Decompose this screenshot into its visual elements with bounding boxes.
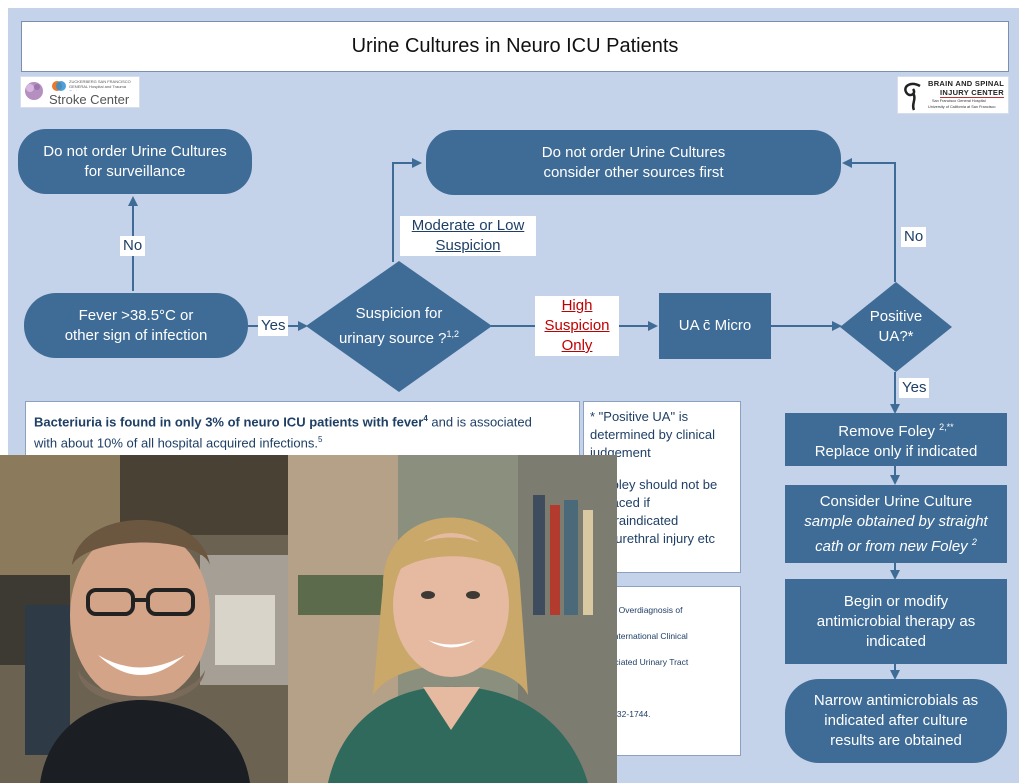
bsic-line2: Injury Center bbox=[940, 88, 1004, 98]
node-narrow-l2: indicated after culture bbox=[824, 712, 968, 729]
node-begin-antimicrobial: Begin or modify antimicrobial therapy as… bbox=[785, 579, 1007, 664]
label-high-l1: High bbox=[561, 297, 593, 314]
photo-man bbox=[0, 455, 288, 783]
reference-line: (18):1732-1744. bbox=[590, 709, 651, 719]
node-consider-l3: cath or from new Foley bbox=[815, 537, 968, 555]
reference-line: s - The Overdiagnosis of bbox=[590, 605, 683, 615]
node-ua-micro-text: UA c̄ Micro bbox=[678, 317, 752, 334]
label-high-l2: Suspicion bbox=[544, 317, 610, 334]
label-no-left: No bbox=[120, 236, 146, 256]
decision-positive-ua-l1: Positive bbox=[869, 308, 923, 325]
node-no-order-other-sources: Do not order Urine Cultures consider oth… bbox=[426, 130, 841, 195]
note-bacteriuria-rest: and is associated bbox=[427, 414, 532, 430]
node-no-order-l2: consider other sources first bbox=[543, 163, 724, 181]
bsic-line4: University of California at San Francisc… bbox=[928, 105, 996, 109]
node-consider-l1: Consider Urine Culture bbox=[819, 492, 973, 510]
label-yes-mid: Yes bbox=[258, 316, 289, 336]
man-portrait-image bbox=[0, 455, 288, 783]
node-remove-foley-l2: Replace only if indicated bbox=[814, 443, 978, 460]
flow-arrows bbox=[128, 158, 900, 680]
node-consider-culture: Consider Urine Culture sample obtained b… bbox=[785, 485, 1007, 563]
node-no-surveillance: Do not order Urine Cultures for surveill… bbox=[18, 129, 252, 194]
reference-line: 2009 International Clinical bbox=[590, 631, 688, 641]
reference-line: r-Associated Urinary Tract bbox=[590, 657, 689, 667]
decision-suspicion-sup: 1,2 bbox=[446, 329, 460, 339]
woman-portrait-image bbox=[288, 455, 617, 783]
stroke-center-small-text: ZUCKERBERG SAN FRANCISCO GENERAL Hospita… bbox=[69, 79, 131, 91]
label-yes-right: Yes bbox=[899, 378, 930, 398]
note-pos-l2: determined by clinical bbox=[590, 427, 716, 442]
note-pos-l1: * "Positive UA" is bbox=[590, 409, 689, 424]
decision-positive-ua-l2: UA?* bbox=[878, 328, 914, 345]
stroke-center-logo: ZUCKERBERG SAN FRANCISCO GENERAL Hospita… bbox=[20, 76, 140, 108]
note-bacteriuria-l2: with about 10% of all hospital acquired … bbox=[34, 435, 319, 451]
note-bacteriuria-sup: 4 bbox=[423, 414, 428, 423]
label-moderate-low: Moderate or Low Suspicion bbox=[400, 216, 536, 256]
note-bacteriuria-bold: Bacteriuria is found in only 3% of neuro… bbox=[34, 414, 424, 430]
node-fever-l2: other sign of infection bbox=[64, 326, 208, 344]
bsic-line1: Brain and Spinal bbox=[928, 79, 1005, 88]
brain-icon bbox=[25, 81, 66, 100]
label-no-right: No bbox=[901, 227, 927, 247]
node-begin-l1: Begin or modify bbox=[843, 592, 949, 610]
decision-suspicion-l1: Suspicion for bbox=[355, 305, 443, 322]
node-no-surveillance-l2: for surveillance bbox=[84, 162, 186, 180]
photo-woman bbox=[288, 455, 617, 783]
node-fever: Fever >38.5°C or other sign of infection bbox=[24, 293, 248, 358]
spine-icon bbox=[904, 82, 921, 111]
node-no-order-l1: Do not order Urine Cultures bbox=[541, 143, 726, 161]
node-narrow-antimicrobials: Narrow antimicrobials as indicated after… bbox=[785, 679, 1007, 763]
diamond-shape bbox=[306, 261, 492, 392]
node-begin-l3: indicated bbox=[865, 632, 927, 650]
note-foley-l4: e.g. urethral injury etc bbox=[590, 531, 716, 546]
node-remove-foley-l1: Remove Foley bbox=[838, 423, 935, 440]
diamond-shape bbox=[840, 282, 952, 372]
node-ua-micro: UA c̄ Micro bbox=[659, 293, 771, 359]
label-high-suspicion: High Suspicion Only bbox=[535, 296, 619, 356]
brain-spinal-injury-center-logo: Brain and Spinal Injury Center San Franc… bbox=[897, 76, 1009, 114]
node-fever-l1: Fever >38.5°C or bbox=[78, 306, 194, 324]
node-begin-l2: antimicrobial therapy as bbox=[816, 612, 976, 630]
node-remove-foley: Remove Foley 2,** Replace only if indica… bbox=[785, 413, 1007, 466]
node-remove-foley-sup: 2,** bbox=[939, 422, 954, 432]
note-bacteriuria-sup2: 5 bbox=[318, 435, 323, 445]
decision-suspicion-l2: urinary source ? bbox=[338, 330, 447, 347]
node-no-surveillance-l1: Do not order Urine Cultures bbox=[43, 142, 227, 160]
node-consider-l2: sample obtained by straight bbox=[804, 512, 988, 530]
node-narrow-l3: results are obtained bbox=[830, 732, 962, 749]
label-high-l3: Only bbox=[561, 337, 593, 354]
stroke-center-text: Stroke Center bbox=[49, 92, 130, 107]
node-consider-sup: 2 bbox=[971, 536, 977, 547]
decision-suspicion: Suspicion for urinary source ?1,2 bbox=[306, 261, 492, 392]
title-text: Urine Cultures in Neuro ICU Patients bbox=[351, 35, 679, 57]
bsic-line3: San Francisco General Hospital bbox=[932, 99, 986, 103]
note-foley-l1: ** Foley should not be bbox=[590, 477, 718, 492]
page-title: Urine Cultures in Neuro ICU Patients bbox=[21, 21, 1009, 72]
node-narrow-l1: Narrow antimicrobials as bbox=[813, 692, 979, 709]
label-moderate-l2: Suspicion bbox=[435, 237, 501, 254]
label-moderate-l1: Moderate or Low bbox=[411, 217, 525, 234]
decision-positive-ua: Positive UA?* bbox=[840, 282, 952, 372]
